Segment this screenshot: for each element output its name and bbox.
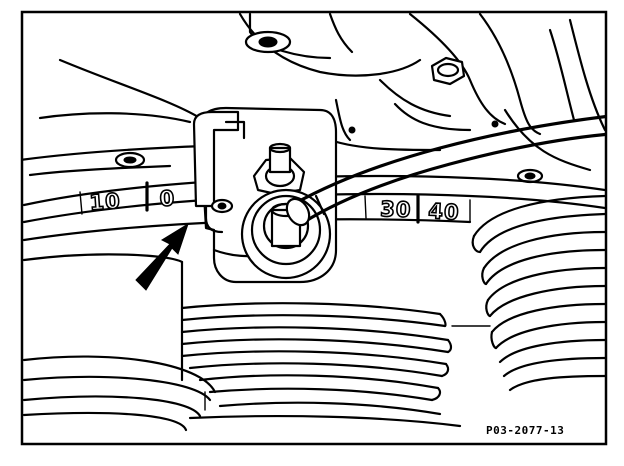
crankshaft-pulley [23, 253, 217, 432]
figure-reference-code: P03-2077-13 [486, 424, 564, 437]
scale-label-40: 40 [428, 199, 460, 225]
drawing-area: 10 0 30 40 [23, 13, 605, 437]
arrow-pointer-icon [135, 222, 189, 291]
grooved-pulley-center [180, 302, 491, 428]
scale-marks-right: 30 40 [379, 196, 461, 225]
sensor-cable [285, 115, 605, 227]
scale-label-30: 30 [380, 197, 412, 222]
scale-marks-left: 10 0 [88, 185, 177, 215]
scale-label-10: 10 [89, 189, 122, 215]
figure-frame [20, 10, 608, 446]
engine-housing [23, 13, 605, 184]
grooved-pulley-right [471, 194, 605, 392]
scale-label-0: 0 [159, 186, 176, 211]
